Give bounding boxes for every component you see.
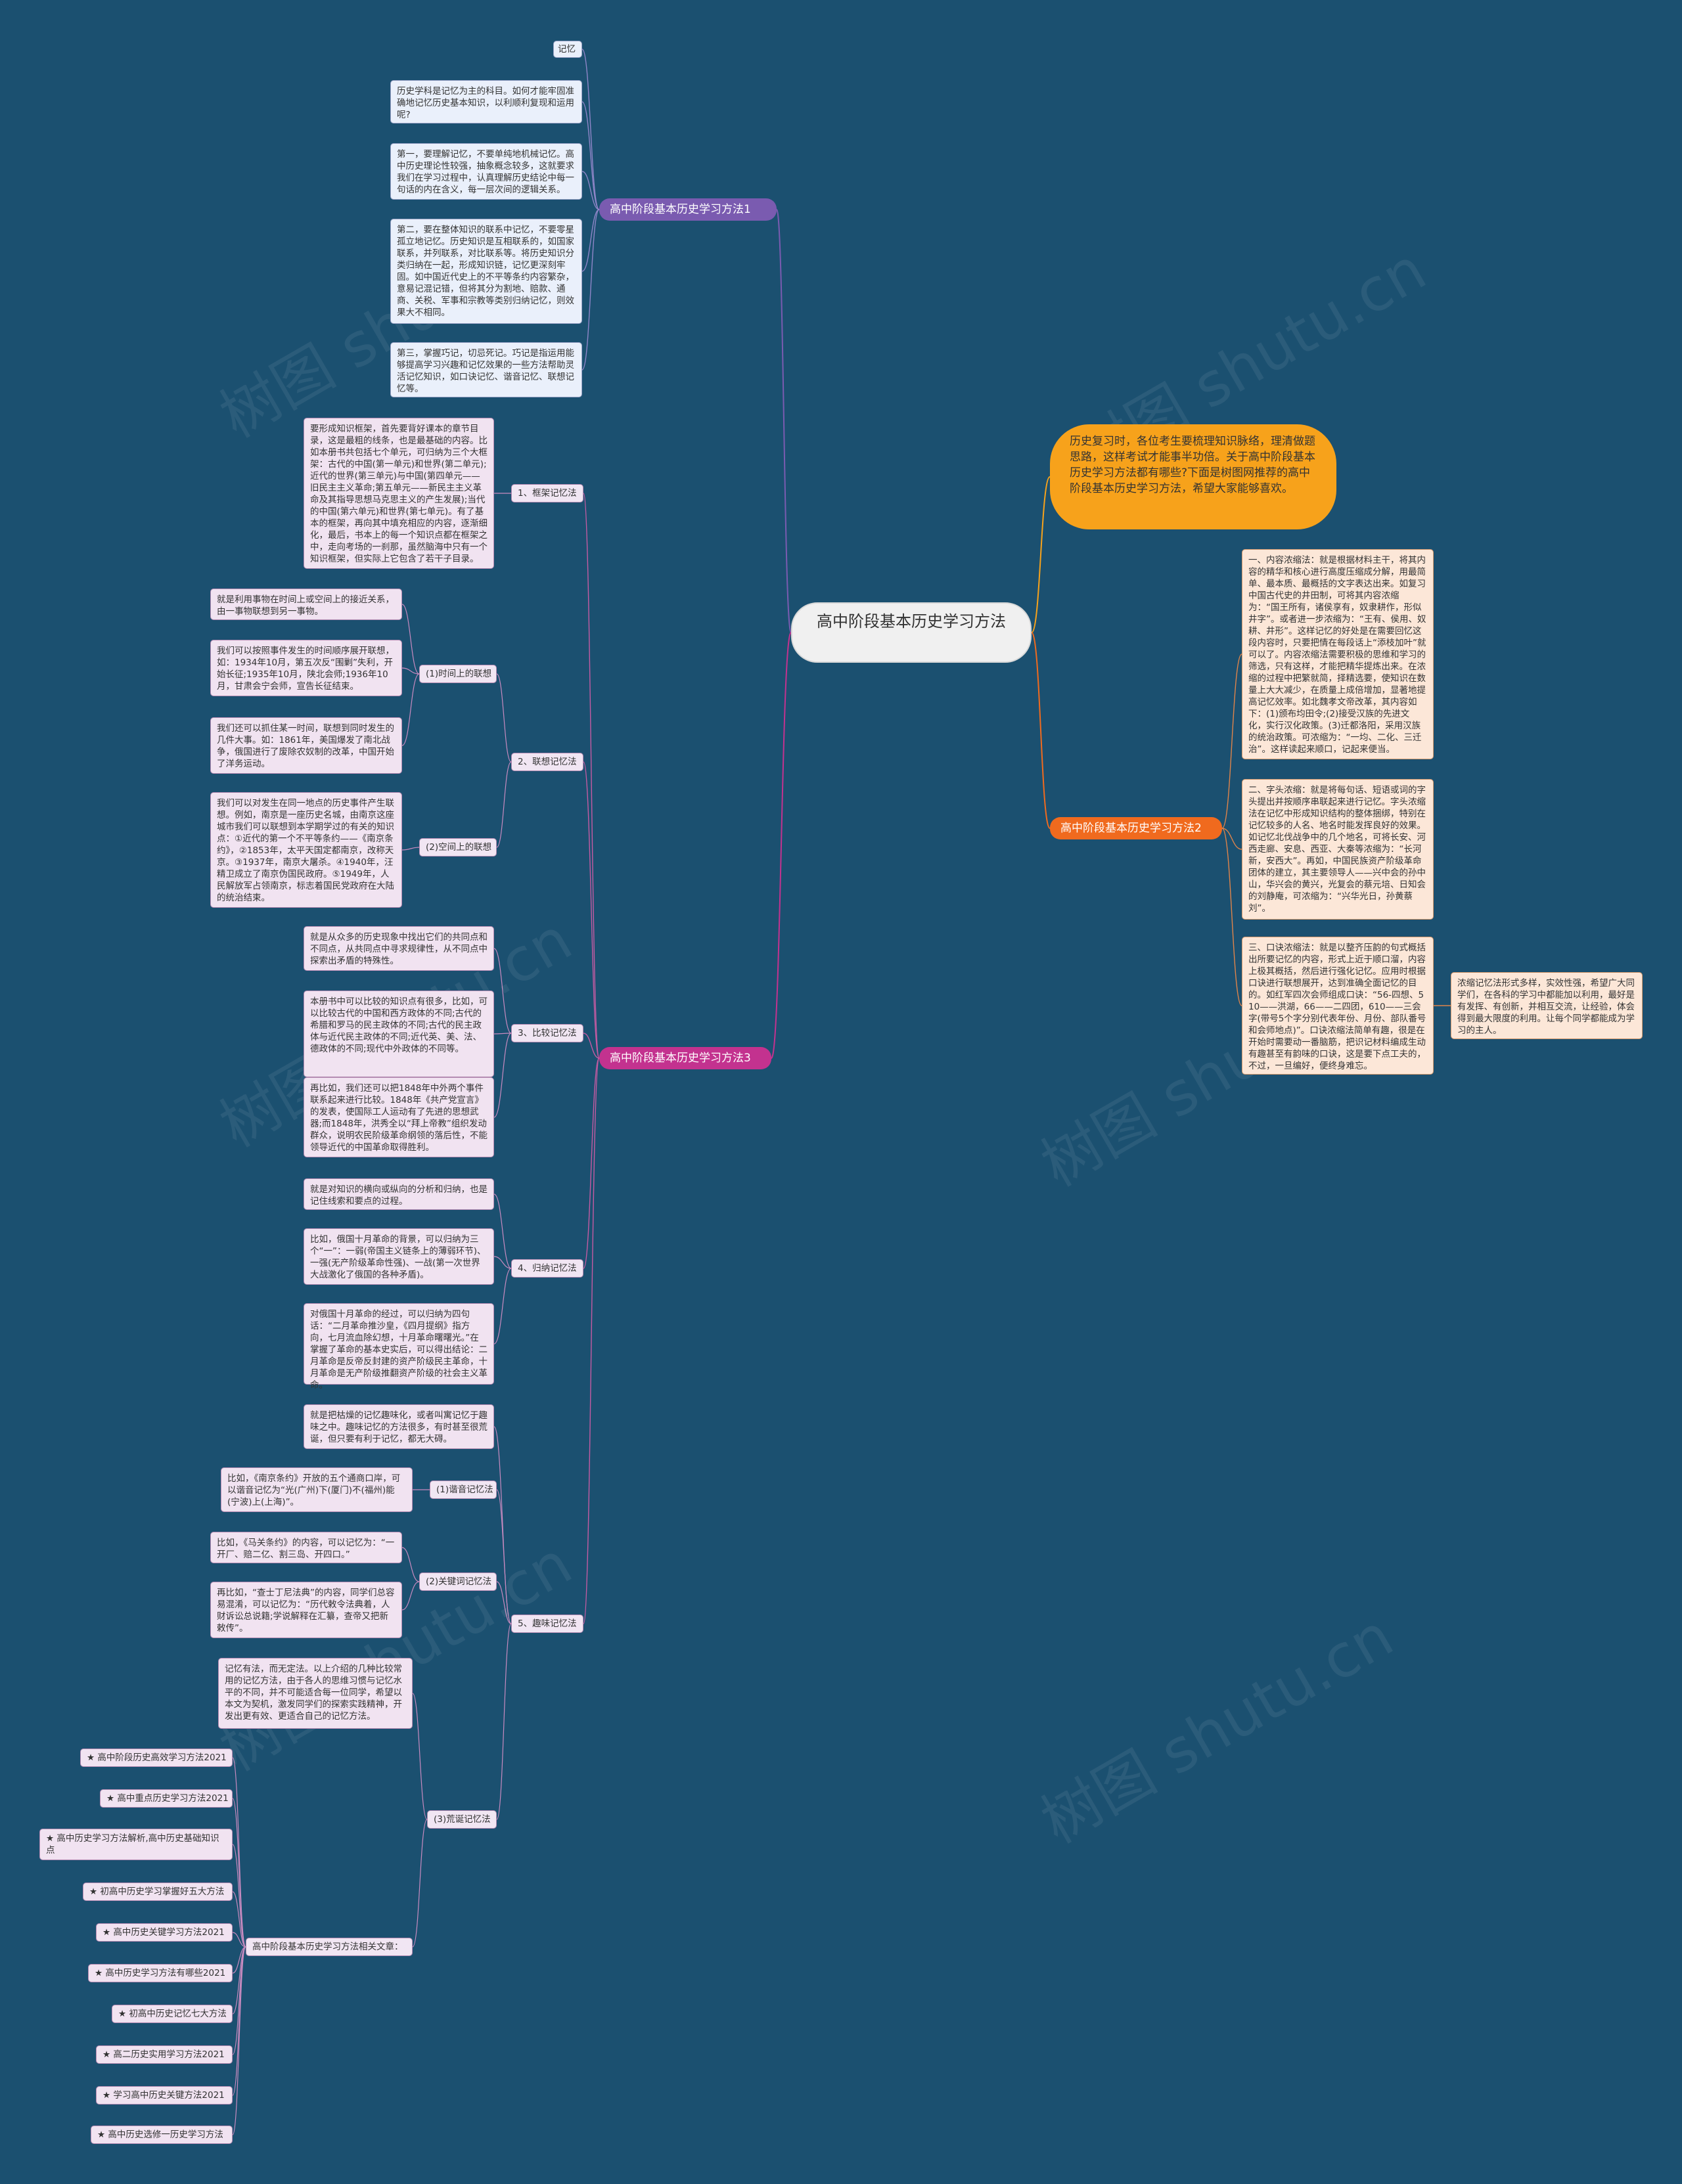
related-article-link[interactable]: ★ 初高中历史学习掌握好五大方法 [83,1883,233,1901]
connector-line [1031,476,1051,633]
time-association-item[interactable]: 我们还可以抓住某一时间，联想到同时发生的几件大事。如：1861年，美国爆发了南北… [210,717,402,774]
connector-line [493,1268,512,1345]
time-association-item[interactable]: 我们可以按照事件发生的时间顺序展开联想，如：1934年10月，第五次反“围剿”失… [210,640,402,696]
intro-note[interactable]: 历史复习时，各位考生要梳理知识脉络，理清做题思路，这样考试才能事半功倍。关于高中… [1050,424,1336,529]
time-association-tag[interactable]: (1)时间上的联想 [419,665,497,683]
related-article-link[interactable]: ★ 初高中历史记忆七大方法 [112,2005,233,2023]
absurd-memory-tag[interactable]: (3)荒诞记忆法 [427,1810,497,1829]
comparison-memory-item[interactable]: 本册书中可以比较的知识点有很多，比如，可以比较古代的中国和西方政体的不同;古代的… [304,991,494,1077]
connector-line [232,1798,246,1948]
branch1-item[interactable]: 历史学科是记忆为主的科目。如何才能牢固准确地记忆历史基本知识，以利顺利复现和运用… [390,80,582,123]
connector-line [583,1058,600,1624]
connector-line [493,1033,512,1035]
connector-line [776,209,792,633]
connector-line [232,1932,246,1948]
connector-line [496,673,512,763]
connector-line [1221,654,1242,829]
association-memory-tag[interactable]: 2、联想记忆法 [511,753,583,771]
connector-line [1031,632,1051,829]
connector-line [232,1891,246,1948]
branch1-item[interactable]: 第一，要理解记忆，不要单纯地机械记忆。高中历史理论性较强，抽象概念较多，这就要求… [390,143,582,200]
framework-memory-text[interactable]: 要形成知识框架，首先要背好课本的章节目录，这是最粗的线条，也是最基础的内容。比如… [304,418,494,569]
connector-line [401,1581,420,1611]
connector-line [581,171,600,210]
framework-memory-tag[interactable]: 1、框架记忆法 [511,484,583,502]
connector-line [401,1547,420,1582]
connector-line [401,604,420,675]
connector-line [581,49,600,210]
connector-line [232,1946,246,2135]
connector-line [496,1581,512,1624]
branch-method-3[interactable]: 高中阶段基本历史学习方法3 [599,1047,771,1069]
branch1-item[interactable]: 第三，掌握巧记，切忌死记。巧记是指运用能够提高学习兴趣和记忆效果的一些方法帮助灵… [390,342,582,397]
branch-method-1[interactable]: 高中阶段基本历史学习方法1 [599,198,777,221]
space-association-tag[interactable]: (2)空间上的联想 [419,838,497,857]
connector-line [401,673,420,746]
homophone-memory-tag[interactable]: (1)谐音记忆法 [430,1481,497,1499]
absurd-memory-item[interactable]: 记忆有法，而无定法。以上介绍的几种比较常用的记忆方法，由于各人的思维习惯与记忆水… [218,1658,413,1729]
connector-line [493,1256,512,1269]
connector-line [581,101,600,210]
connector-line [232,1844,246,1948]
connector-line [583,493,600,1059]
comparison-memory-item[interactable]: 再比如，我们还可以把1848年中外两个事件联系起来进行比较。1848年《共产党宣… [304,1077,494,1157]
related-article-link[interactable]: ★ 高中历史关键学习方法2021 [96,1923,233,1942]
related-article-link[interactable]: ★ 学习高中历史关键方法2021 [96,2086,233,2105]
connector-line [771,632,792,1059]
connector-line [581,209,600,272]
branch1-item[interactable]: 第二，要在整体知识的联系中记忆，不要零星孤立地记忆。历史知识是互相联系的，如国家… [390,219,582,324]
space-association-item[interactable]: 我们可以对发生在同一地点的历史事件产生联想。例如，南京是一座历史名城，由南京这座… [210,792,402,908]
induction-memory-item[interactable]: 对俄国十月革命的经过，可以归纳为四句话：“二月革命推沙皇，《四月提纲》指方向，七… [304,1303,494,1391]
branch2-item[interactable]: 二、字头浓缩：就是将每句话、短语或词的字头提出并按顺序串联起来进行记忆。字头浓缩… [1242,779,1434,920]
induction-memory-item[interactable]: 就是对知识的横向或纵向的分析和归纳，也是记住线索和要点的过程。 [304,1178,494,1210]
keyword-memory-tag[interactable]: (2)关键词记忆法 [419,1572,497,1591]
connector-line [583,1058,600,1269]
induction-memory-item[interactable]: 比如，俄国十月革命的背景，可以归纳为三个“一”：一弱(帝国主义链条上的薄弱环节)… [304,1228,494,1285]
comparison-memory-tag[interactable]: 3、比较记忆法 [511,1024,583,1042]
branch2-item[interactable]: 一、内容浓缩法：就是根据材料主干，将其内容的精华和核心进行高度压缩成分解，用最简… [1242,549,1434,759]
interest-memory-intro[interactable]: 就是把枯燥的记忆趣味化，或者叫寓记忆于趣味之中。趣味记忆的方法很多，有时甚至很荒… [304,1404,494,1449]
related-article-link[interactable]: ★ 高中历史学习方法解析,高中历史基础知识点 [39,1829,233,1860]
connector-line [493,1033,512,1118]
keyword-memory-item[interactable]: 比如，《马关条约》的内容，可以记忆为：“一开厂、赔二亿、割三岛、开四口。” [210,1532,402,1563]
root-topic[interactable]: 高中阶段基本历史学习方法 [791,602,1032,663]
connector-line [496,1623,512,1820]
homophone-memory-item[interactable]: 比如，《南京条约》开放的五个通商口岸，可以谐音记忆为“光(广州)下(厦门)不(福… [221,1467,413,1512]
related-article-link[interactable]: ★ 高中历史选修一历史学习方法 [91,2126,233,2144]
connector-line [1221,828,1242,850]
connector-line [401,667,420,675]
connector-line [493,1193,512,1269]
interest-memory-tag[interactable]: 5、趣味记忆法 [511,1615,583,1633]
connector-line [581,209,600,370]
branch1-item[interactable]: 记忆 [553,41,582,58]
connector-line [232,1946,246,2096]
comparison-memory-item[interactable]: 就是从众多的历史现象中找出它们的共同点和不同点，从共同点中寻求规律性，从不同点中… [304,926,494,971]
related-article-link[interactable]: ★ 高中阶段历史高效学习方法2021 [80,1749,233,1767]
connector-line [412,1819,428,1948]
branch2-item[interactable]: 三、口诀浓缩法：就是以整齐压韵的句式概括出所要记忆的内容，形式上近于顺口溜，内容… [1242,937,1434,1075]
related-article-link[interactable]: ★ 高二历史实用学习方法2021 [96,2045,233,2064]
keyword-memory-item[interactable]: 再比如，“查士丁尼法典”的内容，同学们总容易混淆，可以记忆为：“历代敕令法典着，… [210,1582,402,1638]
branch2-summary[interactable]: 浓缩记忆法形式多样，实效性强，希望广大同学们，在各科的学习中都能加以利用，最好是… [1451,972,1643,1039]
related-articles-tag[interactable]: 高中阶段基本历史学习方法相关文章： [246,1938,413,1956]
related-article-link[interactable]: ★ 高中历史学习方法有哪些2021 [88,1964,233,1982]
connector-line [496,761,512,848]
induction-memory-tag[interactable]: 4、归纳记忆法 [511,1259,583,1278]
connector-line [496,1489,512,1624]
connector-line [493,948,512,1034]
connector-line [1221,828,1242,1006]
time-association-item[interactable]: 就是利用事物在时间上或空间上的接近关系，由一事物联想到另一事物。 [210,589,402,620]
branch-method-2[interactable]: 高中阶段基本历史学习方法2 [1050,817,1222,839]
connector-line [401,847,420,851]
connector-line [412,1693,428,1820]
connector-line [583,1033,600,1059]
connector-line [583,761,600,1059]
related-article-link[interactable]: ★ 高中重点历史学习方法2021 [100,1789,233,1808]
